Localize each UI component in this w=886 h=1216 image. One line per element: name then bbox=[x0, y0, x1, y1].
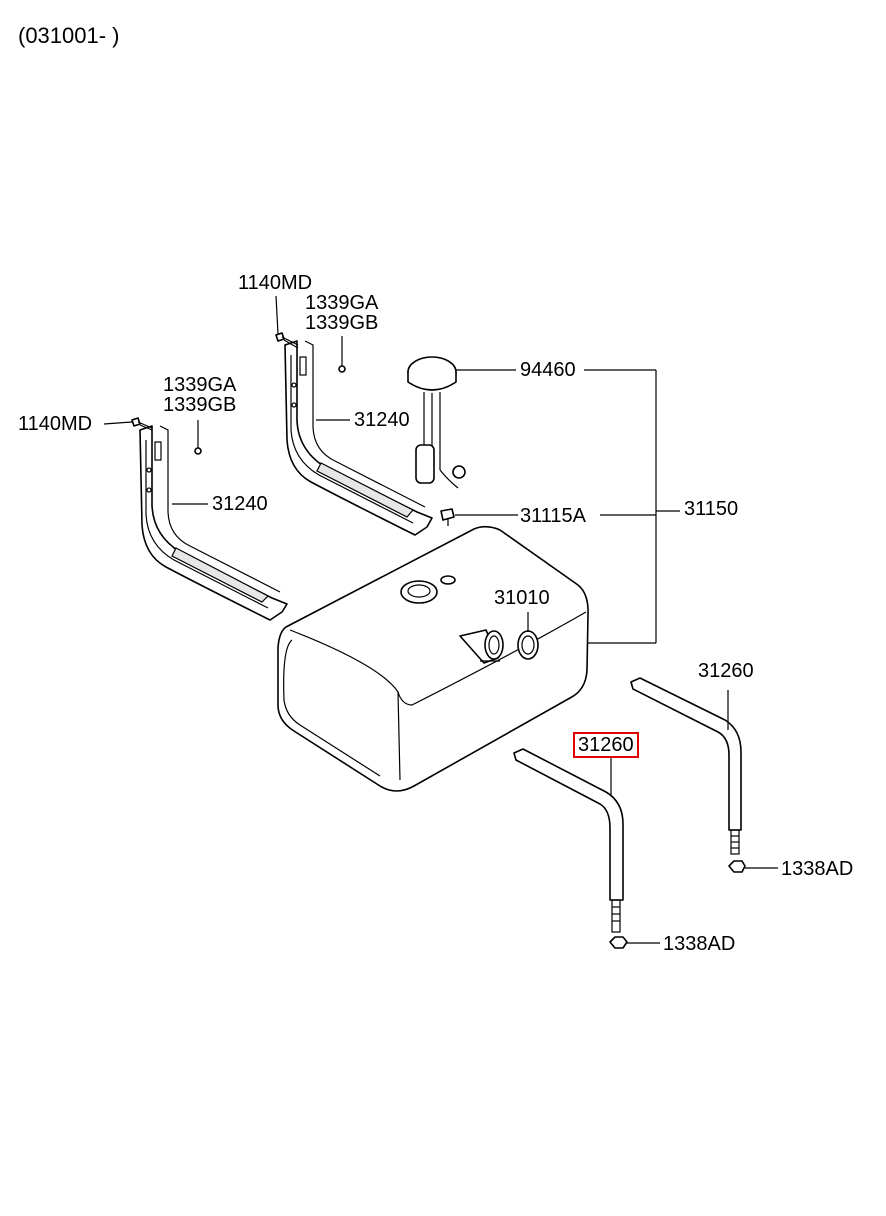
label-bracket-top: 31240 bbox=[354, 409, 410, 431]
label-plug: 31115A bbox=[520, 505, 586, 527]
clip-left[interactable] bbox=[194, 447, 202, 455]
fuel-tank[interactable] bbox=[277, 525, 589, 792]
leader-lines bbox=[103, 295, 778, 944]
bracket-top[interactable] bbox=[284, 340, 433, 536]
nut-center[interactable] bbox=[609, 936, 628, 949]
label-strap-center-highlighted[interactable]: 31260 bbox=[573, 732, 639, 758]
label-sender: 94460 bbox=[520, 359, 576, 381]
filler-cap[interactable] bbox=[517, 630, 539, 660]
nut-right[interactable] bbox=[728, 860, 746, 873]
label-bracket-left: 31240 bbox=[212, 493, 268, 515]
clip-top[interactable] bbox=[338, 365, 346, 373]
label-clip-left-a: 1339GA bbox=[163, 374, 237, 396]
label-bolt-left: 1140MD bbox=[18, 413, 93, 435]
strap-center[interactable] bbox=[513, 748, 624, 933]
drain-plug[interactable] bbox=[440, 508, 455, 526]
label-nut-center: 1338AD bbox=[663, 933, 736, 955]
bolt-left[interactable] bbox=[131, 417, 153, 431]
bracket-left[interactable] bbox=[139, 425, 288, 621]
label-strap-right: 31260 bbox=[698, 660, 754, 682]
label-clip-top-a: 1339GA bbox=[305, 292, 379, 314]
header-code: (031001- ) bbox=[18, 23, 120, 48]
label-clip-left-b: 1339GB bbox=[163, 394, 237, 416]
label-filler-cap: 31010 bbox=[494, 587, 550, 609]
label-nut-right: 1338AD bbox=[781, 858, 854, 880]
fuel-sender[interactable] bbox=[407, 356, 466, 489]
strap-right[interactable] bbox=[630, 677, 742, 855]
label-clip-top-b: 1339GB bbox=[305, 312, 379, 334]
label-tank-assy: 31150 bbox=[684, 498, 739, 520]
label-bolt-top: 1140MD bbox=[238, 272, 313, 294]
bolt-top[interactable] bbox=[275, 332, 299, 349]
